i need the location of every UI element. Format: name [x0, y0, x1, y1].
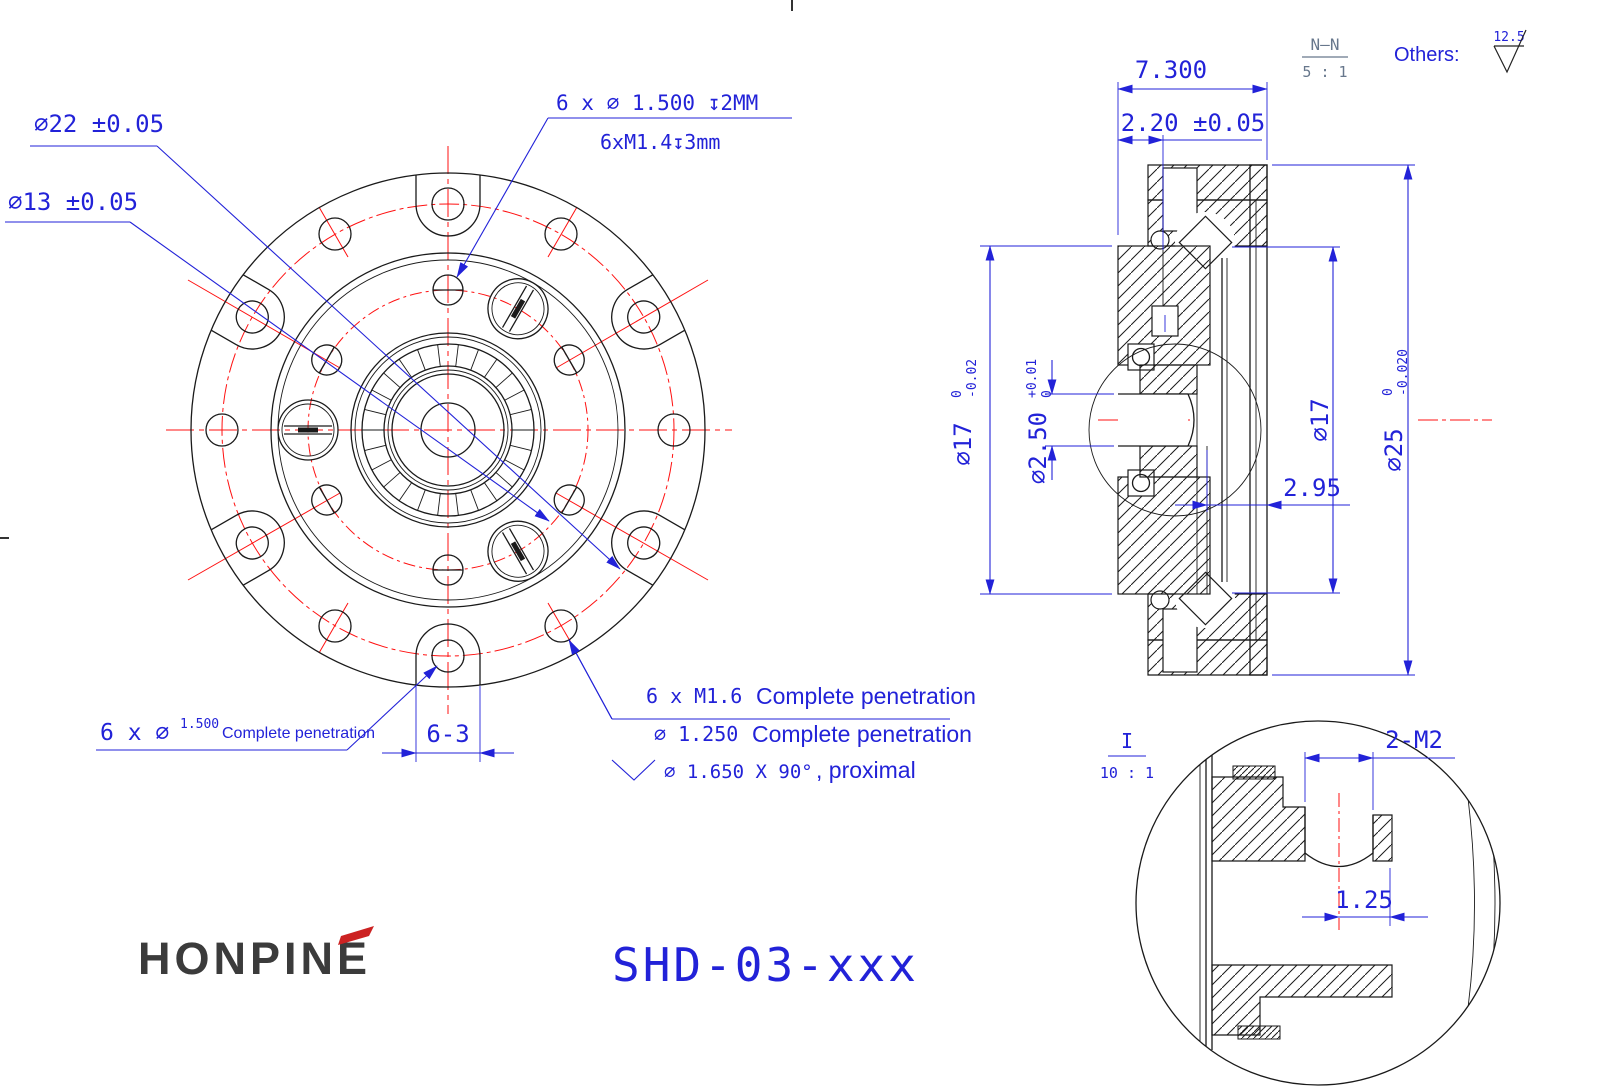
hole-callout-notes: 6 x M1.6 Complete penetration ⌀ 1.250 Co…: [568, 639, 976, 783]
part-number: SHD-03-xxx: [612, 938, 919, 992]
dim-offset: 1.25: [1335, 886, 1393, 914]
svg-text:12.5: 12.5: [1493, 30, 1524, 45]
svg-text:10 : 1: 10 : 1: [1100, 764, 1154, 782]
svg-text:0: 0: [950, 390, 965, 398]
note-countersink-suffix: , proximal: [816, 757, 916, 783]
svg-text:-0.020: -0.020: [1396, 349, 1411, 396]
detail-view: 2-M2 1.25 I 10 : 1: [1100, 720, 1501, 1086]
detail-indicator-circle: [1088, 343, 1262, 517]
countersink-icon: [611, 759, 656, 781]
sheet-center-marks: [0, 0, 793, 539]
logo-text: HONPINE: [138, 933, 371, 984]
note-d1250-spec: ⌀ 1.250: [654, 722, 738, 746]
dim-bolt-circle-13: ⌀13 ±0.05: [8, 188, 138, 216]
svg-text:0: 0: [1040, 390, 1055, 398]
dim-bolt-circle-22: ⌀22 ±0.05: [34, 110, 164, 138]
roughness-icon: 12.5: [1493, 29, 1527, 74]
dim-total-width: 7.300: [1135, 56, 1207, 84]
svg-text:-0.02: -0.02: [965, 359, 980, 398]
dim-d17-left: ⌀17 0 -0.02: [949, 359, 980, 466]
dim-left-width: 2.20 ±0.05: [1121, 109, 1266, 137]
svg-text:N–N: N–N: [1311, 35, 1340, 54]
logo-accent-icon: [338, 926, 374, 945]
svg-text:⌀17: ⌀17: [1306, 398, 1334, 441]
svg-text:5 : 1: 5 : 1: [1302, 63, 1347, 81]
dim-thread: 2-M2: [1385, 726, 1443, 754]
label-lobe-holes-note: Complete penetration: [222, 725, 375, 742]
dim-d25: ⌀25 0 -0.020: [1380, 349, 1411, 472]
detail-dimensions: 2-M2 1.25: [1302, 726, 1455, 926]
section-hub: [1118, 364, 1208, 594]
label-lobe-holes-prefix: 6 x ⌀: [100, 720, 169, 746]
front-view: ⌀22 ±0.05 ⌀13 ±0.05 6 x ⌀ 1.500 ↧2MM 6xM…: [5, 91, 976, 783]
svg-text:+0.01: +0.01: [1025, 359, 1040, 398]
m16-tapped-holes: [205, 217, 691, 643]
svg-text:⌀25: ⌀25: [1380, 428, 1408, 471]
section-housing: [1117, 245, 1211, 595]
svg-text:⌀2.50: ⌀2.50: [1024, 412, 1052, 484]
dim-bore: ⌀2.50 +0.01 0: [1024, 359, 1055, 484]
label-lobe-holes-size: 1.500: [180, 717, 219, 732]
note-m16-text: Complete penetration: [756, 683, 976, 709]
note-d1250-text: Complete penetration: [752, 721, 972, 747]
seal-detail-top: [1232, 765, 1276, 780]
dim-step: 2.95: [1283, 474, 1341, 502]
seal-detail-bottom: [1237, 1025, 1281, 1040]
inner-small-holes: [305, 274, 591, 586]
note-countersink-spec: ⌀ 1.650 X 90°: [664, 761, 813, 783]
flange-outer-circle: [190, 172, 706, 688]
section-flange-plate: [1221, 164, 1268, 676]
section-dimensions: 7.300 2.20 ±0.05 ⌀17 0 -0.02 ⌀2.50: [949, 56, 1415, 676]
label-m14-holes: 6xM1.4↧3mm: [600, 130, 720, 154]
others-label: Others:: [1394, 44, 1460, 66]
slotted-screws: [277, 268, 559, 592]
svg-text:I: I: [1121, 729, 1133, 753]
lobe-mounting-holes: [210, 175, 686, 686]
section-view-label: N–N 5 : 1: [1302, 35, 1348, 81]
surface-finish-note: Others: 12.5: [1394, 29, 1527, 74]
note-m16-spec: 6 x M1.6: [646, 684, 742, 708]
label-counterbore-holes: 6 x ⌀ 1.500 ↧2MM: [556, 91, 758, 115]
logo: HONPINE: [138, 926, 374, 984]
svg-text:⌀17: ⌀17: [949, 422, 977, 465]
dim-lobe-width: 6-3: [426, 720, 469, 748]
dim-d17-right: ⌀17: [1306, 398, 1334, 441]
section-view: 7.300 2.20 ±0.05 ⌀17 0 -0.02 ⌀2.50: [949, 35, 1492, 676]
svg-text:0: 0: [1381, 388, 1396, 396]
detail-view-label: I 10 : 1: [1100, 729, 1154, 782]
front-view-dimensions: ⌀22 ±0.05 ⌀13 ±0.05 6 x ⌀ 1.500 ↧2MM 6xM…: [5, 91, 976, 783]
